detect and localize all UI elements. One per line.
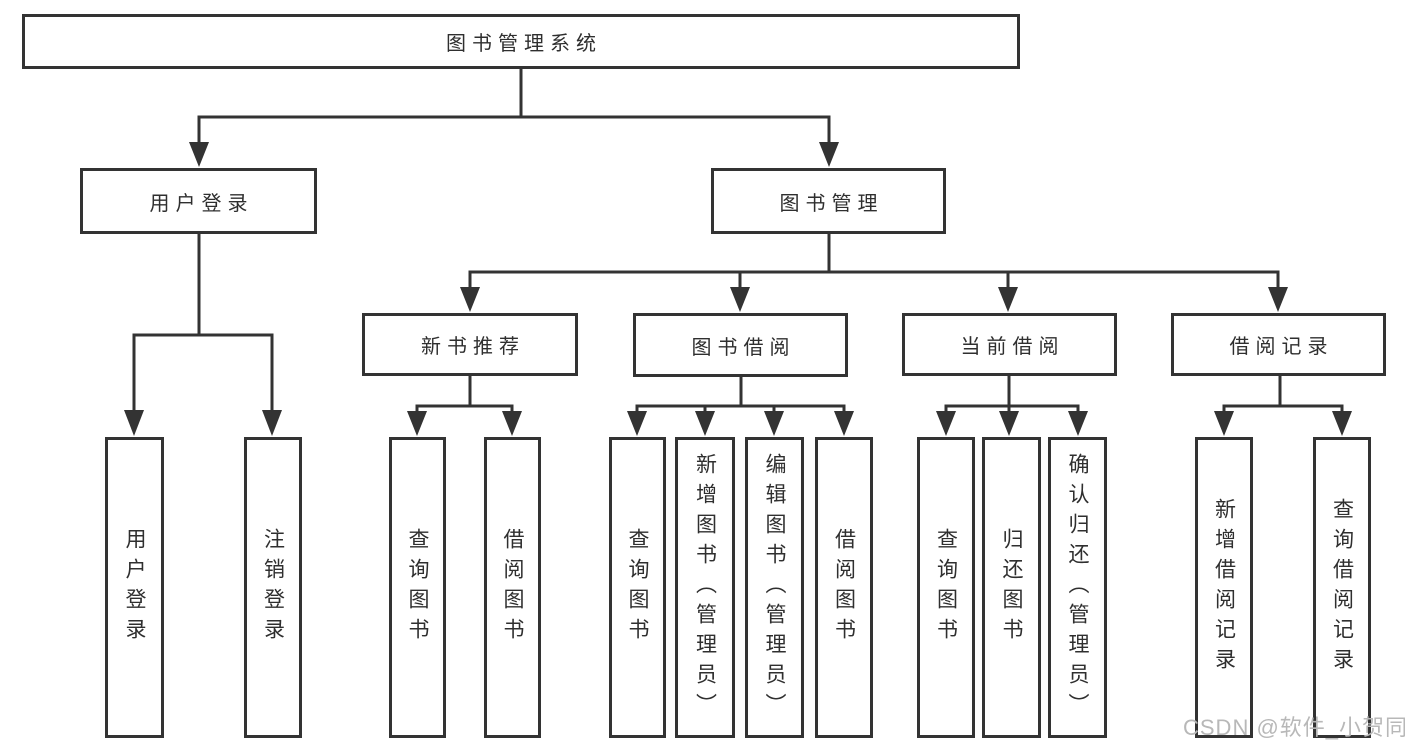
node-book-management: 图书管理 [711,168,946,234]
node-current-borrowing: 当前借阅 [902,313,1117,376]
node-user-login: 用户登录 [80,168,317,234]
node-borrowing-records: 借阅记录 [1171,313,1386,376]
node-new-book-recommend: 新书推荐 [362,313,578,376]
csdn-watermark: CSDN @软件_小贺同学 [1183,715,1405,740]
node-library-management-system: 图书管理系统 [22,14,1020,69]
leaf-confirm-return-admin: 确认归还（管理员） [1048,437,1107,738]
leaf-return-books: 归还图书 [982,437,1041,738]
leaf-query-books-recommend: 查询图书 [389,437,446,738]
leaf-borrow-books-recommend: 借阅图书 [484,437,541,738]
leaf-edit-books-admin: 编辑图书（管理员） [745,437,804,738]
leaf-query-books-current: 查询图书 [917,437,975,738]
leaf-query-borrow-record: 查询借阅记录 [1313,437,1371,738]
leaf-add-borrow-record: 新增借阅记录 [1195,437,1253,738]
leaf-logout: 注销登录 [244,437,302,738]
node-book-borrowing: 图书借阅 [633,313,848,377]
leaf-add-books-admin: 新增图书（管理员） [675,437,735,738]
leaf-user-login: 用户登录 [105,437,164,738]
leaf-query-books-borrowing: 查询图书 [609,437,666,738]
leaf-borrow-books: 借阅图书 [815,437,873,738]
